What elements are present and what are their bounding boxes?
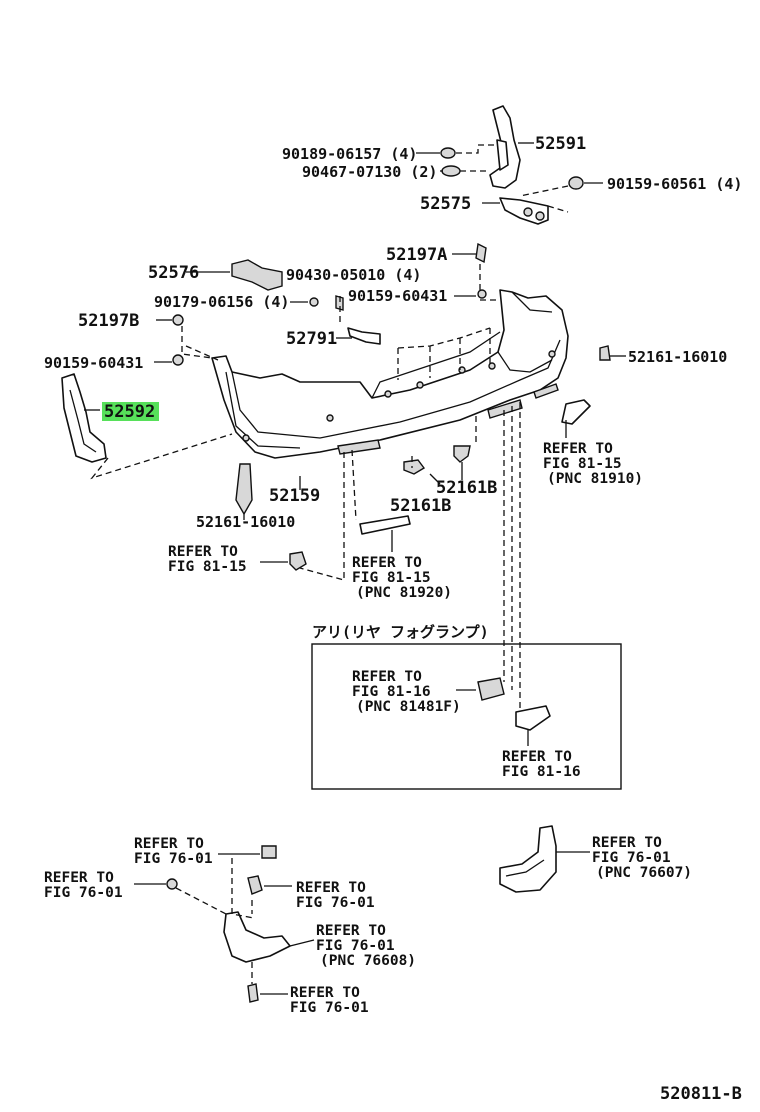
reference-text-line: FIG 76-01	[134, 851, 213, 867]
label-90159-60561: 90159-60561 (4)	[607, 175, 742, 193]
reference-text-line: (PNC 81910)	[547, 471, 643, 487]
bracket-52591-drawing	[489, 105, 521, 189]
label-52161b-a: 52161B	[436, 478, 497, 498]
reference-text-line: FIG 81-15	[543, 456, 622, 472]
label-52197b: 52197B	[78, 311, 139, 331]
ref-76-01-pnc76607: REFER TO FIG 76-01 (PNC 76607)	[592, 835, 692, 881]
reference-text-line: FIG 76-01	[316, 938, 395, 954]
reference-text-line: REFER TO	[502, 749, 572, 765]
reference-text-line: (PNC 81920)	[356, 585, 452, 601]
reference-text-line: (PNC 81481F)	[356, 699, 461, 715]
ref-76-01-pnc76608: REFER TO FIG 76-01 (PNC 76608)	[316, 923, 416, 969]
reference-text-line: REFER TO	[44, 870, 114, 886]
reference-text-line: FIG 81-15	[352, 570, 431, 586]
fog-box-title: アリ(リヤ フォグランプ)	[312, 623, 489, 641]
reference-text-line: REFER TO	[134, 836, 204, 852]
label-52592: 52592	[104, 402, 155, 422]
label-90189: 90189-06157 (4)	[282, 145, 417, 163]
label-90430: 90430-05010 (4)	[286, 266, 421, 284]
mudguard-left-drawing	[134, 845, 315, 1003]
bracket-52592-drawing	[61, 373, 107, 463]
retainer-52791-drawing	[344, 327, 381, 345]
reference-text-line: REFER TO	[316, 923, 386, 939]
reference-text-line: REFER TO	[290, 985, 360, 1001]
bumper-cover-52159-drawing	[211, 289, 569, 459]
reference-text-line: FIG 76-01	[592, 850, 671, 866]
footer-code: 520811-B	[660, 1084, 742, 1104]
label-52161-16010-right: 52161-16010	[628, 348, 727, 366]
label-52159: 52159	[269, 486, 320, 506]
ref-76-01-bottom: REFER TO FIG 76-01	[290, 985, 369, 1016]
part-labels: 52591 90189-06157 (4) 90467-07130 (2) 90…	[44, 134, 742, 1104]
ref-81-16-bottom: REFER TO FIG 81-16	[502, 749, 581, 780]
leaders-top	[416, 142, 603, 213]
fog-lamp-parts	[456, 677, 551, 746]
clips-left	[172, 242, 611, 366]
label-90159-60431-top: 90159-60431	[348, 287, 447, 305]
label-90159-60431-left: 90159-60431	[44, 354, 143, 372]
ref-81-16-pnc81481f: REFER TO FIG 81-16 (PNC 81481F)	[352, 669, 461, 715]
highlight-52592	[102, 402, 159, 421]
reference-text-line: REFER TO	[168, 544, 238, 560]
reference-text-line: FIG 81-16	[352, 684, 431, 700]
reference-text-line: (PNC 76607)	[596, 865, 692, 881]
reference-text-line: FIG 76-01	[296, 895, 375, 911]
label-90179: 90179-06156 (4)	[154, 293, 289, 311]
reference-text-line: REFER TO	[592, 835, 662, 851]
reference-text-line: FIG 76-01	[44, 885, 123, 901]
fog-lamp-box	[311, 643, 622, 790]
label-52576: 52576	[148, 263, 199, 283]
reference-text-line: FIG 81-15	[168, 559, 247, 575]
label-52161b-b: 52161B	[390, 496, 451, 516]
reference-text-line: FIG 76-01	[290, 1000, 369, 1016]
side-parts	[235, 399, 591, 571]
mudguard-right-drawing	[499, 825, 590, 893]
ref-76-01-left: REFER TO FIG 76-01	[44, 870, 123, 901]
reference-text-line: REFER TO	[296, 880, 366, 896]
label-52197a: 52197A	[386, 245, 447, 265]
reference-text-line: (PNC 76608)	[320, 953, 416, 969]
reference-text-line: FIG 81-16	[502, 764, 581, 780]
reference-labels: REFER TO FIG 81-15 (PNC 81910) REFER TO …	[44, 441, 692, 1016]
leaders-bumper	[84, 253, 626, 712]
ref-81-15-pnc81910: REFER TO FIG 81-15 (PNC 81910)	[543, 441, 643, 487]
label-90467: 90467-07130 (2)	[302, 163, 437, 181]
reference-text-line: REFER TO	[352, 669, 422, 685]
ref-81-15-pnc81920: REFER TO FIG 81-15 (PNC 81920)	[352, 555, 452, 601]
label-52591: 52591	[535, 134, 586, 154]
ref-76-01-mid: REFER TO FIG 76-01	[296, 880, 375, 911]
ref-76-01-top: REFER TO FIG 76-01	[134, 836, 213, 867]
label-52161-16010-bottom: 52161-16010	[196, 513, 295, 531]
reference-text-line: REFER TO	[352, 555, 422, 571]
label-52791: 52791	[286, 329, 337, 349]
label-52575: 52575	[420, 194, 471, 214]
reference-text-line: REFER TO	[543, 441, 613, 457]
ref-81-15-left: REFER TO FIG 81-15	[168, 544, 247, 575]
bracket-52576-drawing	[231, 259, 283, 291]
